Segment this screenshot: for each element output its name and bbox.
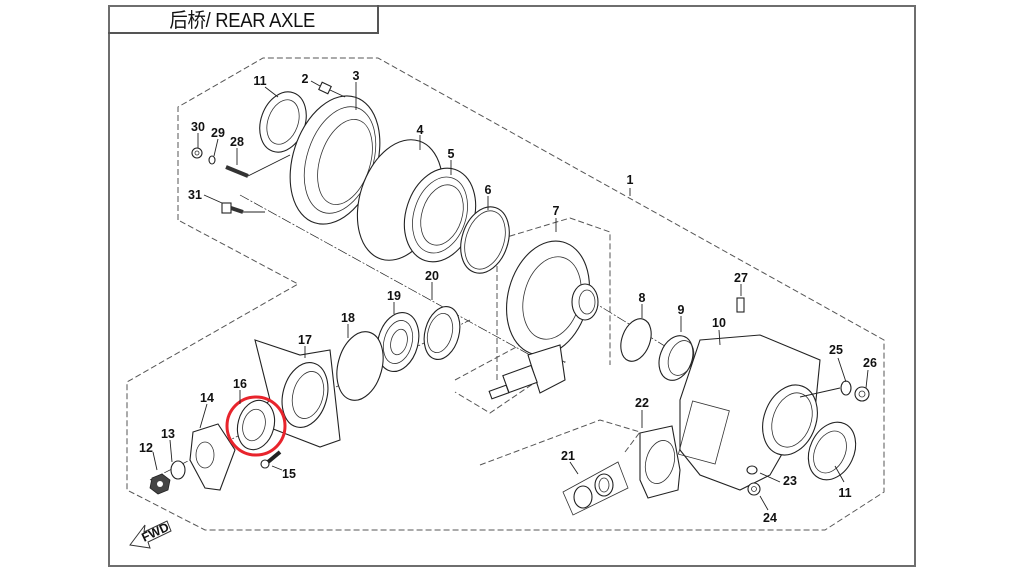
part-13-washer[interactable]: [170, 460, 186, 480]
callout-28[interactable]: 28: [230, 135, 244, 149]
part-29-washer[interactable]: [208, 155, 216, 165]
callout-13[interactable]: 13: [161, 427, 175, 441]
axis-line-upper: [239, 194, 531, 356]
part-28-stud[interactable]: [225, 165, 249, 178]
part-22-gasket[interactable]: [639, 425, 681, 499]
callout-3[interactable]: 3: [353, 69, 360, 83]
callout-11-right[interactable]: 11: [838, 486, 851, 500]
part-16-oil-seal[interactable]: [232, 396, 280, 454]
axis-line-right: [589, 299, 721, 381]
callout-31[interactable]: 31: [188, 188, 202, 202]
highlight-circle: [225, 395, 287, 457]
part-11-oil-seal-top[interactable]: [252, 85, 315, 158]
callout-20[interactable]: 20: [425, 269, 439, 283]
part-14-flange[interactable]: [189, 423, 236, 491]
page-title: 后桥/ REAR AXLE: [169, 10, 316, 32]
part-24-drain-bolt[interactable]: [747, 482, 761, 496]
callout-30[interactable]: 30: [191, 120, 205, 134]
callout-21[interactable]: 21: [561, 449, 575, 463]
part-20-lock-nut[interactable]: [419, 303, 466, 364]
callout-29[interactable]: 29: [211, 126, 225, 140]
part-12-nut[interactable]: [149, 473, 171, 495]
part-8-gasket[interactable]: [615, 315, 656, 366]
diagram-frame: [108, 5, 916, 567]
callout-1[interactable]: 1: [627, 173, 634, 187]
leader-lines: [152, 80, 869, 511]
callout-16[interactable]: 16: [233, 377, 247, 391]
callout-12[interactable]: 12: [139, 441, 153, 455]
callout-15[interactable]: 15: [282, 467, 296, 481]
callout-11-top[interactable]: 11: [253, 74, 266, 88]
callout-27[interactable]: 27: [734, 271, 748, 285]
callout-6[interactable]: 6: [485, 183, 492, 197]
callout-17[interactable]: 17: [298, 333, 312, 347]
part-25-washer[interactable]: [840, 380, 852, 396]
part-15-bolt[interactable]: [260, 450, 282, 469]
pinion-outline: [454, 344, 567, 414]
part-7-ring-gear[interactable]: [494, 232, 601, 365]
assembly-outline: [126, 57, 885, 531]
callout-7[interactable]: 7: [553, 204, 560, 218]
callout-22[interactable]: 22: [635, 396, 649, 410]
title-box: 后桥/ REAR AXLE: [108, 5, 379, 34]
part-10-housing[interactable]: [677, 334, 826, 491]
callout-24[interactable]: 24: [763, 511, 777, 525]
fwd-label: FWD: [139, 520, 171, 545]
callout-18[interactable]: 18: [341, 311, 355, 325]
gear-set-outline: [496, 217, 611, 380]
part-19-bearing[interactable]: [371, 308, 425, 376]
callout-25[interactable]: 25: [829, 343, 843, 357]
callout-23[interactable]: 23: [783, 474, 797, 488]
callout-26[interactable]: 26: [863, 356, 877, 370]
part-21-needle-bearing[interactable]: [562, 461, 629, 516]
part-30-nut[interactable]: [191, 147, 203, 159]
part-27-breather[interactable]: [736, 297, 745, 313]
callout-4[interactable]: 4: [417, 123, 424, 137]
callout-labels: 1 2 3 4 5 6 7 8 9 10 11 11 12 13 14 15 1…: [139, 69, 877, 525]
part-9-needle-bearing[interactable]: [653, 331, 699, 385]
callout-10[interactable]: 10: [712, 316, 726, 330]
part-6-shim[interactable]: [453, 201, 518, 280]
callout-5[interactable]: 5: [448, 147, 455, 161]
part-18-o-ring[interactable]: [330, 326, 391, 405]
callout-9[interactable]: 9: [678, 303, 685, 317]
part-23-washer[interactable]: [746, 465, 758, 475]
part-7-pinion[interactable]: [488, 344, 566, 400]
callout-2[interactable]: 2: [302, 72, 309, 86]
part-26-fill-bolt[interactable]: [854, 386, 870, 402]
callout-19[interactable]: 19: [387, 289, 401, 303]
fwd-arrow-icon: FWD: [129, 520, 172, 549]
callout-14[interactable]: 14: [200, 391, 214, 405]
part-31-bolt[interactable]: [221, 202, 244, 214]
part-11-oil-seal-right[interactable]: [799, 415, 864, 488]
bearing21-outline: [479, 419, 641, 466]
callout-8[interactable]: 8: [639, 291, 646, 305]
part-2-bolt[interactable]: [318, 81, 346, 98]
